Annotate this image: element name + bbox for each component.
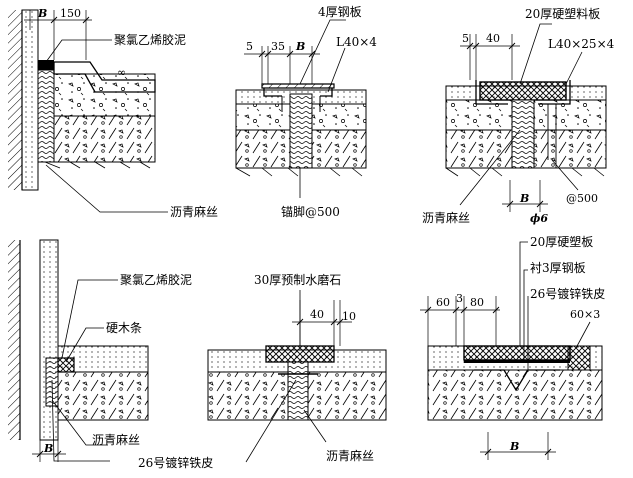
- wall-plaster-1: [21, 9, 39, 191]
- label-asphalt-hemp-3: 沥青麻丝: [92, 432, 140, 447]
- asphalt-hemp-fill-3: [512, 100, 534, 168]
- label-hardwood-strip: 硬木条: [106, 321, 142, 335]
- detail-2-steel-plate-joint: 5 35 B 4厚钢板 L40×4 锚脚@500: [235, 5, 377, 219]
- label-galv-sheet-26-b: 26号镀锌铁皮: [138, 456, 213, 470]
- earth-hatch-wall-1: [8, 10, 22, 190]
- floor-slab-1: [53, 115, 156, 163]
- dim-B-detail-3: B: [519, 192, 529, 205]
- label-lined-steel-3: 衬3厚钢板: [530, 261, 586, 275]
- dim-B-detail-1: B: [37, 7, 47, 20]
- dim-3-detail-6: 3: [456, 292, 463, 305]
- dim-infinity-detail-1: ∞: [117, 66, 126, 79]
- earth-hatch-wall-4: [8, 240, 20, 440]
- terrazzo-30: [265, 345, 335, 363]
- label-angle-l40x25x4: L40×25×4: [548, 37, 615, 51]
- dim-35-detail-2: 35: [271, 40, 285, 53]
- rigid-board-20: [463, 345, 571, 361]
- label-asphalt-hemp-4: 沥青麻丝: [326, 448, 374, 463]
- wall-plaster-4: [39, 239, 59, 441]
- rigid-plastic-20: [479, 81, 567, 101]
- galv-sheet-26: [474, 369, 560, 392]
- steel-plate-4mm: [261, 83, 335, 89]
- label-pvc-mastic-2: 聚氯乙烯胶泥: [120, 272, 192, 287]
- dim-40-detail-3: 40: [486, 32, 500, 45]
- detail-1-wall-floor-joint: B 150 ∞ 聚氯乙烯胶泥 沥青麻丝: [8, 7, 218, 219]
- label-phi-6: ϕ6: [530, 212, 548, 225]
- label-terrazzo-30: 30厚预制水磨石: [254, 273, 341, 287]
- label-at-500: @500: [566, 192, 598, 205]
- floor-screed-1: [53, 73, 156, 117]
- label-galv-sheet-26-a: 26号镀锌铁皮: [530, 287, 605, 301]
- dim-40-detail-5: 40: [310, 308, 324, 321]
- dim-80-detail-6: 80: [470, 296, 484, 309]
- label-asphalt-hemp-2: 沥青麻丝: [422, 210, 470, 225]
- dim-B-detail-4: B: [43, 442, 53, 455]
- lined-steel-3: [464, 360, 570, 363]
- label-anchor-500: 锚脚@500: [281, 204, 340, 219]
- label-rigid-board-20: 20厚硬塑板: [530, 234, 593, 249]
- dim-B-detail-6: B: [509, 440, 519, 453]
- dim-B-detail-2: B: [295, 40, 305, 53]
- detail-4-wall-hardwood-joint: B 聚氯乙烯胶泥 硬木条 沥青麻丝: [8, 239, 192, 462]
- detail-3-rigid-plastic-joint: 5 40 20厚硬塑料板 L40×25×4 沥青麻丝 B @500 ϕ6: [422, 6, 615, 225]
- pvc-mastic-fill-1: [38, 60, 54, 70]
- detail-5-terrazzo-joint: 40 10 30厚预制水磨石 26号镀锌铁皮 沥青麻丝: [138, 273, 387, 470]
- dim-10-detail-5: 10: [342, 310, 356, 323]
- label-pvc-mastic-1: 聚氯乙烯胶泥: [114, 32, 186, 47]
- dim-5-detail-3: 5: [462, 32, 469, 45]
- dim-60-detail-6: 60: [436, 296, 450, 309]
- label-rigid-plastic-20: 20厚硬塑料板: [525, 6, 600, 21]
- label-asphalt-hemp-1: 沥青麻丝: [170, 204, 218, 219]
- floor-slab-6: [427, 369, 603, 421]
- dim-5-detail-2: 5: [246, 40, 253, 53]
- label-steel-plate-4: 4厚钢板: [318, 5, 362, 19]
- asphalt-hemp-fill-2: [290, 94, 312, 168]
- detail-6-rigid-board-joint: 60 3 80 20厚硬塑板 衬3厚钢板 26号镀锌铁皮 60×3 B: [420, 234, 605, 460]
- asphalt-hemp-fill-1: [37, 69, 55, 163]
- floor-screed-4: [57, 345, 149, 373]
- asphalt-hemp-fill-5: [288, 362, 308, 420]
- label-angle-l40x4: L40×4: [336, 35, 377, 49]
- label-size-60x3: 60×3: [570, 308, 600, 321]
- dim-150-detail-1: 150: [60, 7, 81, 20]
- floor-slab-4: [57, 371, 149, 421]
